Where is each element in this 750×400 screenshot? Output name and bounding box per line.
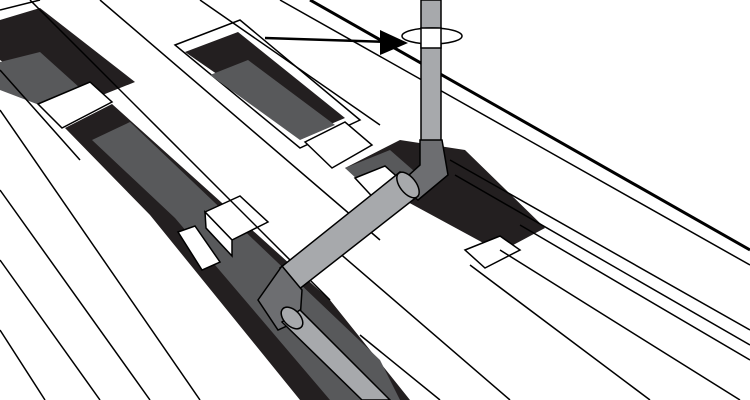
top-block: [303, 121, 374, 169]
small-block: [176, 225, 222, 271]
right-block-2: [463, 235, 522, 269]
arrowhead-icon: [380, 30, 408, 55]
wood-block-side: [204, 210, 233, 258]
top-opening-gray: [210, 60, 335, 140]
vertical-pipe: [420, 0, 442, 151]
pipe-strap: [401, 27, 463, 49]
pipe-assembly: [257, 0, 449, 400]
arrow-pointer: [264, 30, 408, 55]
lower-pipe-joint: [280, 306, 304, 330]
pipe-joint: [396, 171, 420, 199]
main-channel-gray: [92, 122, 400, 400]
left-block: [36, 81, 114, 129]
